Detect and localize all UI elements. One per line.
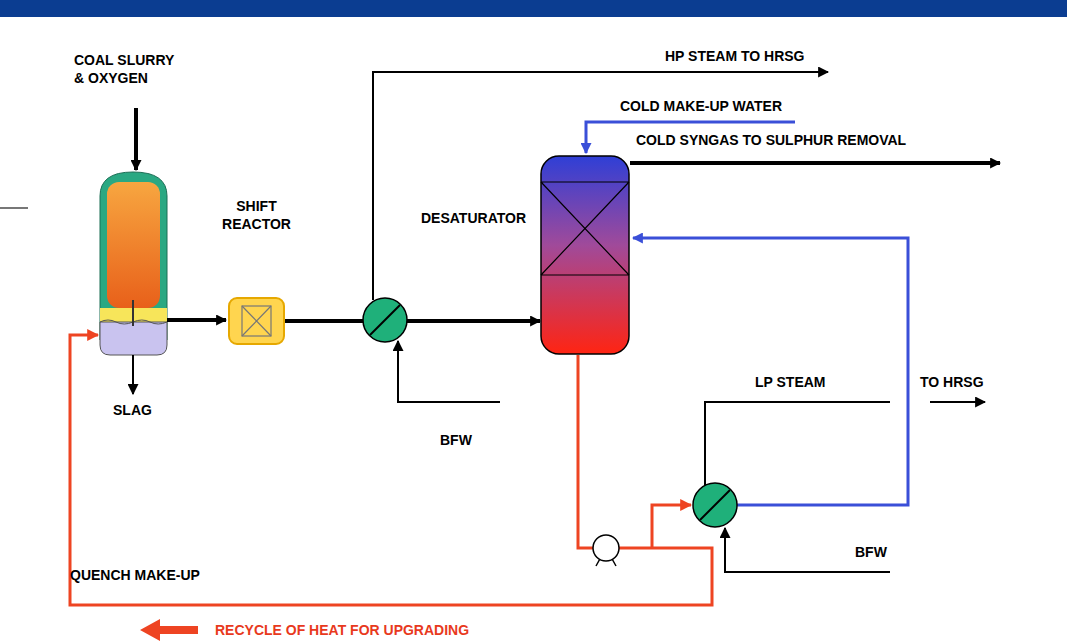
gasifier-vessel xyxy=(100,172,167,355)
lp-steam-arrow xyxy=(930,401,985,403)
stream-label: TO HRSG xyxy=(920,374,984,392)
lp-steam-line xyxy=(705,402,890,486)
legend-note: RECYCLE OF HEAT FOR UPGRADING xyxy=(215,622,469,640)
reactor-vessel xyxy=(228,297,285,345)
pump-symbol xyxy=(593,535,619,566)
stream-label: COAL SLURRY & OXYGEN xyxy=(74,52,179,87)
bfw-line xyxy=(398,341,500,402)
stream-label: LP STEAM xyxy=(755,374,826,392)
slag-arrow xyxy=(132,355,134,394)
bfw-line xyxy=(725,528,890,572)
reactor-node: SHIFT REACTOR xyxy=(228,297,285,345)
column-vessel xyxy=(540,155,630,355)
equipment-label: SHIFT REACTOR xyxy=(215,198,299,233)
cold-syngas-line xyxy=(630,161,1000,165)
heat-exchanger xyxy=(363,298,407,342)
column-node: DESATURATOR xyxy=(540,155,630,355)
stream-label: HP STEAM TO HRSG xyxy=(665,48,805,66)
hot-water-line xyxy=(578,355,593,548)
stream-label: BFW xyxy=(855,544,887,562)
header-bar xyxy=(0,0,1067,17)
recycle-arrow xyxy=(140,619,198,641)
slide-rule xyxy=(0,207,28,209)
process-stream xyxy=(285,319,540,323)
stream-label: COLD MAKE-UP WATER xyxy=(620,98,782,116)
stream-label: BFW xyxy=(440,432,472,450)
stream-label: COLD SYNGAS TO SULPHUR REMOVAL xyxy=(636,132,906,150)
heated-water-line xyxy=(633,238,908,505)
stream-label: QUENCH MAKE-UP xyxy=(70,567,200,585)
syngas-line xyxy=(167,318,226,322)
heat-exchanger xyxy=(693,483,737,527)
hot-water-line xyxy=(652,505,691,548)
quench-line xyxy=(70,335,712,605)
feed-arrow xyxy=(134,108,138,170)
equipment-label: DESATURATOR xyxy=(421,210,526,228)
stream-label: SLAG xyxy=(113,402,152,420)
